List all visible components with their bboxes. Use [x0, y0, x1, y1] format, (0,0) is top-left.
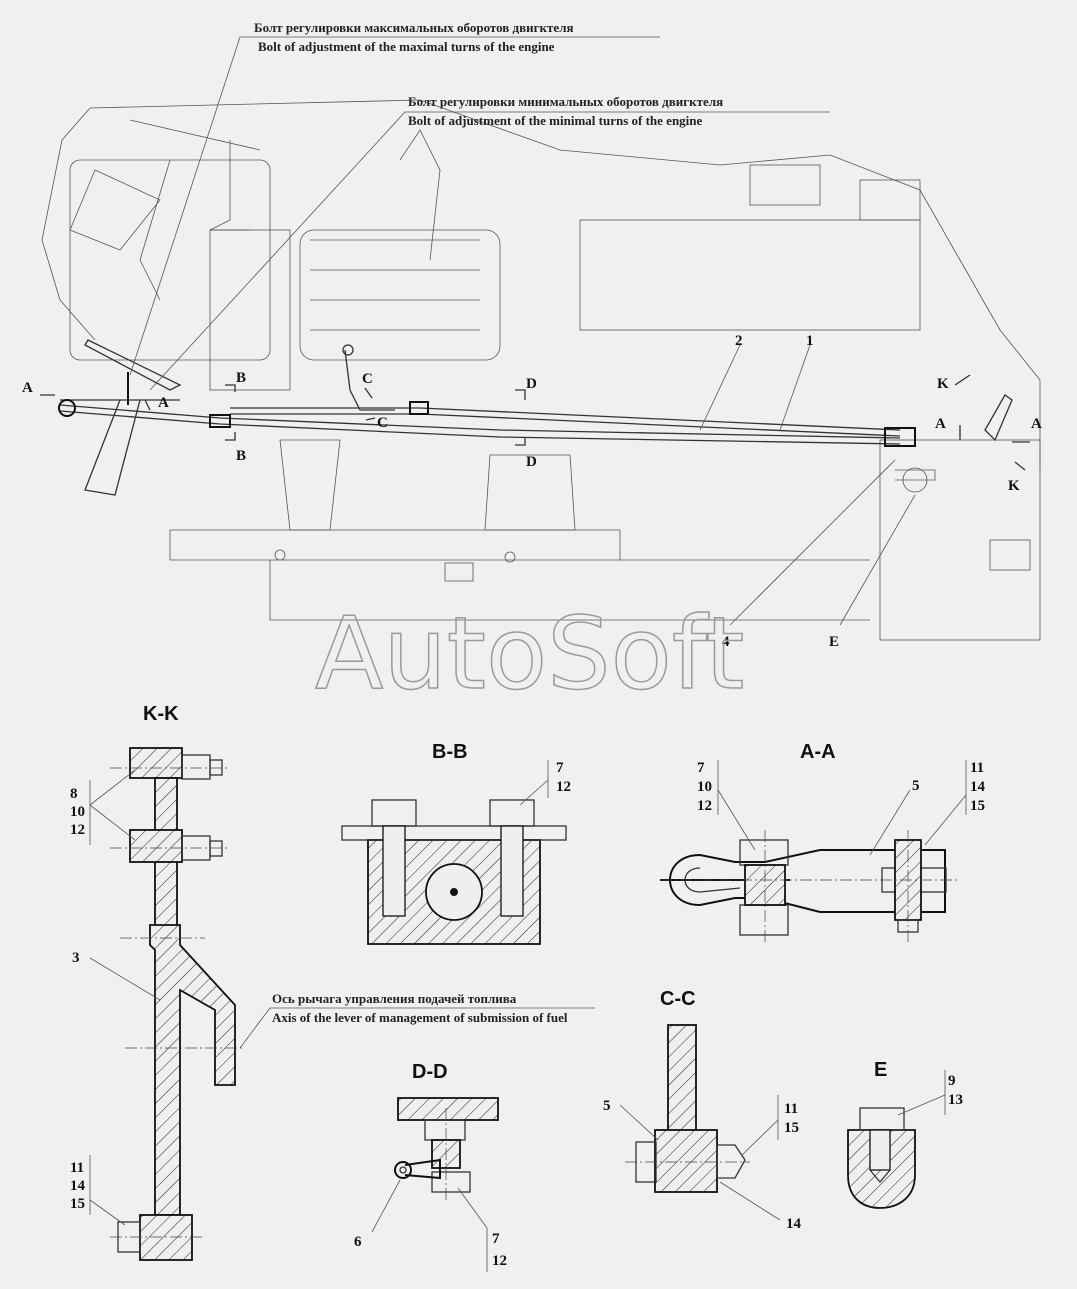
max-bolt-label-en: Bolt of adjustment of the maximal turns … [258, 39, 555, 54]
mark-b-top: B [236, 370, 246, 386]
cc-callout-d: 14 [786, 1216, 802, 1232]
section-cc-drawing [619, 1024, 781, 1221]
watermark: AutoSoft [315, 595, 745, 712]
aa-callout-f: 14 [970, 779, 986, 795]
axis-label-en: Axis of the lever of management of submi… [272, 1010, 568, 1025]
main-view [40, 36, 1041, 641]
mark-c-top: C [362, 371, 373, 387]
axis-label-ru: Ось рычага управления подачей топлива [272, 991, 517, 1006]
max-bolt-label-ru: Болт регулировки максимальных оборотов д… [254, 20, 574, 35]
aa-callout-b: 10 [697, 779, 712, 795]
bb-callout-a: 7 [556, 760, 564, 776]
aa-callout-c: 12 [697, 798, 712, 814]
kk-callout-g: 15 [70, 1196, 85, 1212]
label-1: 1 [806, 333, 814, 349]
min-bolt-label-en: Bolt of adjustment of the minimal turns … [408, 113, 703, 128]
mark-e: E [829, 634, 839, 650]
kk-callout-d: 3 [72, 950, 80, 966]
aa-callout-a: 7 [697, 760, 705, 776]
cc-callout-c: 15 [784, 1120, 799, 1136]
section-e-title: E [874, 1059, 887, 1081]
section-dd-drawing [371, 1097, 499, 1272]
section-aa-drawing [660, 760, 967, 945]
section-kk-drawing [89, 747, 595, 1261]
aa-callout-g: 15 [970, 798, 985, 814]
kk-callout-e: 11 [70, 1160, 84, 1176]
section-e-drawing [847, 1070, 946, 1209]
dd-callout-a: 6 [354, 1234, 362, 1250]
dd-callout-b: 7 [492, 1231, 500, 1247]
section-bb-drawing [341, 760, 567, 945]
kk-callout-a: 8 [70, 786, 78, 802]
label-4: 4 [722, 634, 730, 650]
section-dd-title: D-D [412, 1061, 448, 1083]
mark-b-bottom: B [236, 448, 246, 464]
e-callout-b: 13 [948, 1092, 963, 1108]
mark-d-top: D [526, 376, 537, 392]
min-bolt-label-ru: Болт регулировки минимальных оборотов дв… [408, 94, 723, 109]
kk-callout-c: 12 [70, 822, 85, 838]
cc-callout-b: 11 [784, 1101, 798, 1117]
kk-callout-f: 14 [70, 1178, 86, 1194]
cc-callout-a: 5 [603, 1098, 611, 1114]
aa-callout-e: 11 [970, 760, 984, 776]
bb-callout-b: 12 [556, 779, 571, 795]
section-aa-title: A-A [800, 741, 836, 763]
section-kk-title: K-K [143, 703, 179, 725]
section-cc-title: C-C [660, 988, 696, 1010]
label-2: 2 [735, 333, 743, 349]
mark-a-far-right: A [1031, 416, 1042, 432]
mark-k-top: K [937, 376, 949, 392]
kk-callout-b: 10 [70, 804, 85, 820]
mark-d-bottom: D [526, 454, 537, 470]
mark-k-bottom: K [1008, 478, 1020, 494]
e-callout-a: 9 [948, 1073, 956, 1089]
dd-callout-c: 12 [492, 1253, 507, 1269]
section-bb-title: B-B [432, 741, 468, 763]
mark-a-pedal: A [158, 395, 169, 411]
mark-c-bottom: C [377, 415, 388, 431]
mark-a-right: A [935, 416, 946, 432]
aa-callout-d: 5 [912, 778, 920, 794]
mark-a-left: A [22, 380, 33, 396]
